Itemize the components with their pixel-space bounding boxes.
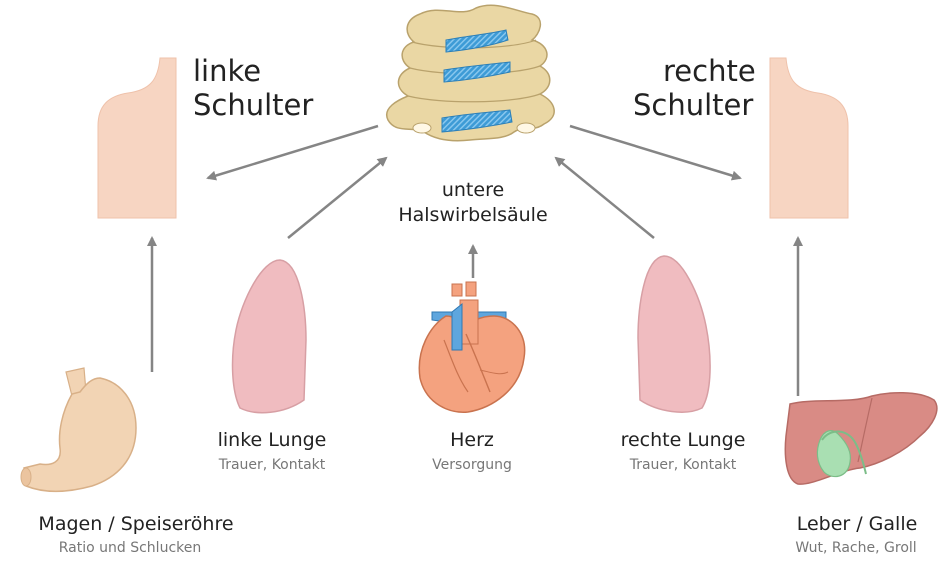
left-shoulder-illustration bbox=[98, 58, 176, 218]
stomach-illustration bbox=[21, 368, 136, 491]
right-lung-title: rechte Lunge bbox=[621, 428, 746, 452]
heart-illustration bbox=[419, 282, 524, 412]
arrow-left-lung-to-spine bbox=[288, 158, 386, 238]
right-shoulder-label-line2: Schulter bbox=[633, 88, 751, 123]
left-shoulder-label-line1: linke bbox=[193, 54, 261, 89]
liver-title: Leber / Galle bbox=[797, 512, 918, 536]
liver-illustration bbox=[785, 393, 937, 484]
left-lung-illustration bbox=[233, 260, 306, 413]
right-shoulder-label-line1: rechte bbox=[663, 54, 751, 89]
left-shoulder-label-line2: Schulter bbox=[193, 88, 313, 123]
arrow-right-lung-to-spine bbox=[556, 158, 654, 238]
right-shoulder-illustration bbox=[770, 58, 848, 218]
liver-subtitle: Wut, Rache, Groll bbox=[795, 539, 916, 557]
arrow-spine-to-left-shoulder bbox=[208, 126, 378, 178]
spine-illustration bbox=[387, 5, 554, 140]
spine-label-line1: untere bbox=[442, 178, 504, 202]
stomach-subtitle: Ratio und Schlucken bbox=[59, 539, 202, 557]
left-lung-subtitle: Trauer, Kontakt bbox=[219, 456, 326, 474]
arrow-spine-to-right-shoulder bbox=[570, 126, 740, 178]
stomach-title: Magen / Speiseröhre bbox=[38, 512, 233, 536]
spine-label-line2: Halswirbelsäule bbox=[398, 203, 547, 227]
heart-subtitle: Versorgung bbox=[432, 456, 512, 474]
left-lung-title: linke Lunge bbox=[218, 428, 327, 452]
heart-title: Herz bbox=[450, 428, 494, 452]
right-lung-illustration bbox=[638, 256, 710, 412]
right-lung-subtitle: Trauer, Kontakt bbox=[630, 456, 737, 474]
